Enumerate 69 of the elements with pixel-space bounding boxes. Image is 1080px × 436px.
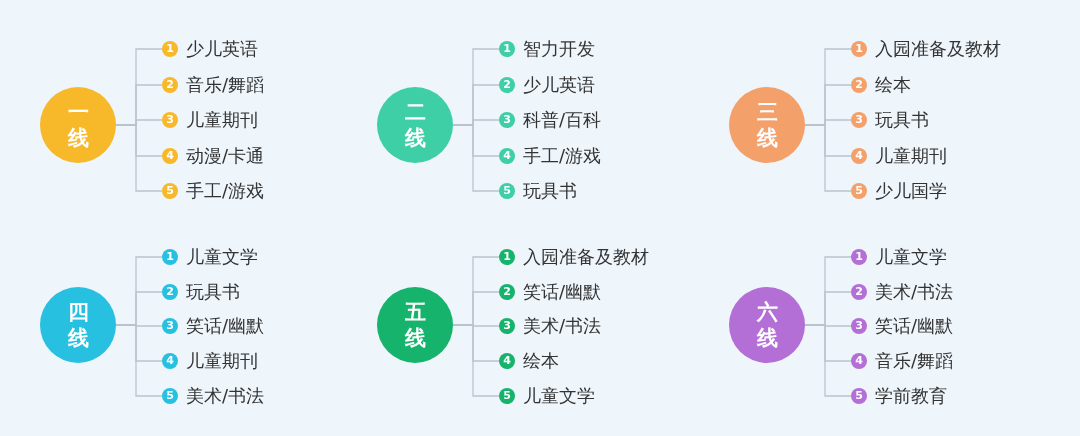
item-label: 绘本 [523, 350, 559, 372]
number-badge: 1 [851, 41, 867, 57]
item-label: 入园准备及教材 [875, 38, 1001, 60]
item-label: 儿童期刊 [186, 350, 258, 372]
item-label: 笑话/幽默 [523, 281, 602, 303]
category-circle: 二线 [377, 87, 453, 163]
category-circle: 四线 [40, 287, 116, 363]
number-badge: 5 [851, 183, 867, 199]
item-label: 手工/游戏 [523, 145, 602, 167]
item-label: 少儿英语 [186, 38, 258, 60]
item-label: 美术/书法 [523, 315, 602, 337]
item-label: 儿童文学 [186, 246, 258, 268]
number-badge: 4 [162, 353, 178, 369]
category-circle: 一线 [40, 87, 116, 163]
number-badge: 4 [162, 148, 178, 164]
number-badge: 4 [851, 353, 867, 369]
category-circle: 五线 [377, 287, 453, 363]
item-label: 美术/书法 [186, 385, 265, 407]
number-badge: 5 [499, 388, 515, 404]
number-badge: 1 [851, 249, 867, 265]
number-badge: 5 [499, 183, 515, 199]
item-label: 少儿英语 [523, 74, 595, 96]
number-badge: 4 [851, 148, 867, 164]
number-badge: 3 [851, 112, 867, 128]
item-label: 音乐/舞蹈 [875, 350, 954, 372]
connector-line [804, 124, 852, 192]
number-badge: 3 [162, 112, 178, 128]
number-badge: 1 [499, 249, 515, 265]
number-badge: 2 [851, 77, 867, 93]
item-label: 学前教育 [875, 385, 947, 407]
number-badge: 3 [499, 112, 515, 128]
number-badge: 5 [851, 388, 867, 404]
number-badge: 4 [499, 148, 515, 164]
item-label: 笑话/幽默 [875, 315, 954, 337]
item-label: 玩具书 [875, 109, 929, 131]
item-label: 玩具书 [523, 180, 577, 202]
item-label: 美术/书法 [875, 281, 954, 303]
item-label: 儿童文学 [523, 385, 595, 407]
number-badge: 1 [162, 249, 178, 265]
number-badge: 2 [499, 77, 515, 93]
category-circle: 六线 [729, 287, 805, 363]
number-badge: 1 [499, 41, 515, 57]
number-badge: 5 [162, 183, 178, 199]
connector-line [452, 124, 500, 192]
number-badge: 4 [499, 353, 515, 369]
number-badge: 3 [162, 318, 178, 334]
item-label: 手工/游戏 [186, 180, 265, 202]
number-badge: 2 [162, 284, 178, 300]
number-badge: 1 [162, 41, 178, 57]
number-badge: 2 [851, 284, 867, 300]
connector-line [115, 124, 163, 192]
number-badge: 5 [162, 388, 178, 404]
item-label: 玩具书 [186, 281, 240, 303]
item-label: 儿童期刊 [186, 109, 258, 131]
number-badge: 2 [499, 284, 515, 300]
item-label: 笑话/幽默 [186, 315, 265, 337]
item-label: 儿童文学 [875, 246, 947, 268]
item-label: 少儿国学 [875, 180, 947, 202]
number-badge: 3 [499, 318, 515, 334]
number-badge: 2 [162, 77, 178, 93]
item-label: 智力开发 [523, 38, 595, 60]
item-label: 入园准备及教材 [523, 246, 649, 268]
number-badge: 3 [851, 318, 867, 334]
item-label: 音乐/舞蹈 [186, 74, 265, 96]
item-label: 儿童期刊 [875, 145, 947, 167]
category-circle: 三线 [729, 87, 805, 163]
item-label: 绘本 [875, 74, 911, 96]
item-label: 动漫/卡通 [186, 145, 265, 167]
item-label: 科普/百科 [523, 109, 602, 131]
